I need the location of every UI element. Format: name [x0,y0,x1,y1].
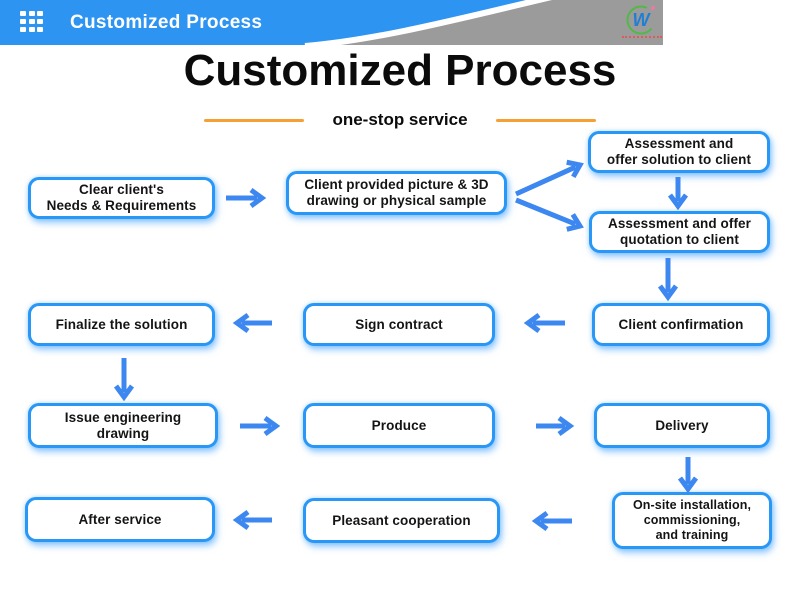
flow-step-label: On-site installation, commissioning, and… [632,498,752,542]
flow-arrow [536,415,575,437]
flow-step-label: Assessment and offer quotation to client [607,216,752,247]
flow-arrow [531,510,572,532]
flow-step-label: Client confirmation [618,316,744,332]
flow-step-label: Client provided picture & 3D drawing or … [304,177,489,208]
subtitle-row: one-stop service [0,108,800,132]
company-logo-icon: W [626,5,656,35]
flow-step-assessment-solution: Assessment and offer solution to client [588,131,770,173]
page-subtitle: one-stop service [332,110,468,129]
flow-step-sign-contract: Sign contract [303,303,495,346]
flow-step-label: Issue engineering drawing [64,409,182,441]
logo-caption-text [622,36,662,38]
flow-step-pleasant-cooperation: Pleasant cooperation [303,498,500,543]
flow-arrow [667,177,689,211]
flow-step-finalize-solution: Finalize the solution [28,303,215,346]
grid-icon [20,11,43,32]
flow-step-assessment-quotation: Assessment and offer quotation to client [589,211,770,253]
flow-arrow [515,197,584,232]
flow-step-label: Pleasant cooperation [332,512,471,528]
subtitle-line-right [495,118,596,122]
flow-step-label: Delivery [655,417,709,433]
flow-step-clear-needs: Clear client's Needs & Requirements [28,177,215,219]
flow-arrow [514,159,584,197]
header-bar: Customized Process W [0,0,800,45]
flow-step-label: Assessment and offer solution to client [606,136,752,167]
flow-step-onsite-installation: On-site installation, commissioning, and… [612,492,772,549]
flow-step-label: Finalize the solution [55,316,188,332]
svg-text:W: W [633,10,652,30]
flow-step-label: Produce [371,417,427,433]
flow-arrow [677,457,699,494]
flow-arrow [657,258,679,302]
flow-step-issue-engineering-drawing: Issue engineering drawing [28,403,218,448]
flow-arrow [232,312,272,334]
flow-arrow [232,509,272,531]
flow-arrow [240,415,281,437]
flow-step-client-provided: Client provided picture & 3D drawing or … [286,171,507,215]
flow-arrow [523,312,565,334]
flow-step-label: Sign contract [355,316,443,332]
flow-step-label: After service [78,511,162,527]
flow-step-delivery: Delivery [594,403,770,448]
page-title: Customized Process [183,46,617,95]
flow-arrow [113,358,135,402]
flow-step-produce: Produce [303,403,495,448]
flow-arrow [226,187,267,209]
header-background [0,0,800,45]
flow-step-label: Clear client's Needs & Requirements [46,182,197,213]
header-title: Customized Process [70,12,263,33]
subtitle-line-left [204,118,305,122]
flow-step-after-service: After service [25,497,215,542]
flow-step-client-confirmation: Client confirmation [592,303,770,346]
